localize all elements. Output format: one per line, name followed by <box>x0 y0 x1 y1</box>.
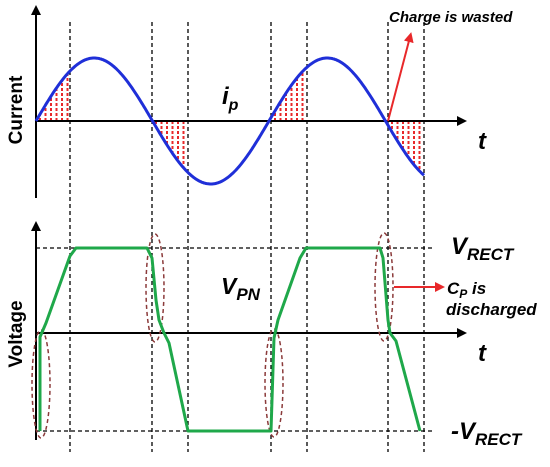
v-rect-label: VRECT <box>451 233 515 264</box>
vertical-guides <box>69 22 425 452</box>
current-plot: Current t ip Charge is wasted <box>6 5 513 198</box>
discharge-ellipses <box>31 232 394 439</box>
discharge-ellipse-2 <box>145 233 165 343</box>
current-axis-label: Current <box>6 75 27 144</box>
current-waveform <box>34 56 426 186</box>
charge-wasted-arrow <box>387 32 414 122</box>
current-time-label: t <box>478 128 487 155</box>
neg-v-rect-label: -VRECT <box>451 418 523 449</box>
discharge-ellipse-4 <box>374 232 394 342</box>
discharge-ellipse-1 <box>31 329 51 439</box>
discharge-ellipse-3 <box>264 328 284 438</box>
voltage-waveform <box>38 246 422 433</box>
charge-wasted-label: Charge is wasted <box>389 9 513 26</box>
voltage-time-label: t <box>478 340 487 367</box>
voltage-trace-label: VPN <box>221 273 261 304</box>
cp-is-label: CP is <box>447 279 486 301</box>
voltage-axis-label: Voltage <box>6 300 27 367</box>
discharged-label: discharged <box>446 300 537 319</box>
current-trace-label: ip <box>222 83 239 114</box>
voltage-plot: Voltage t VPN VRECT -VRECT CP is dischar… <box>6 221 537 449</box>
